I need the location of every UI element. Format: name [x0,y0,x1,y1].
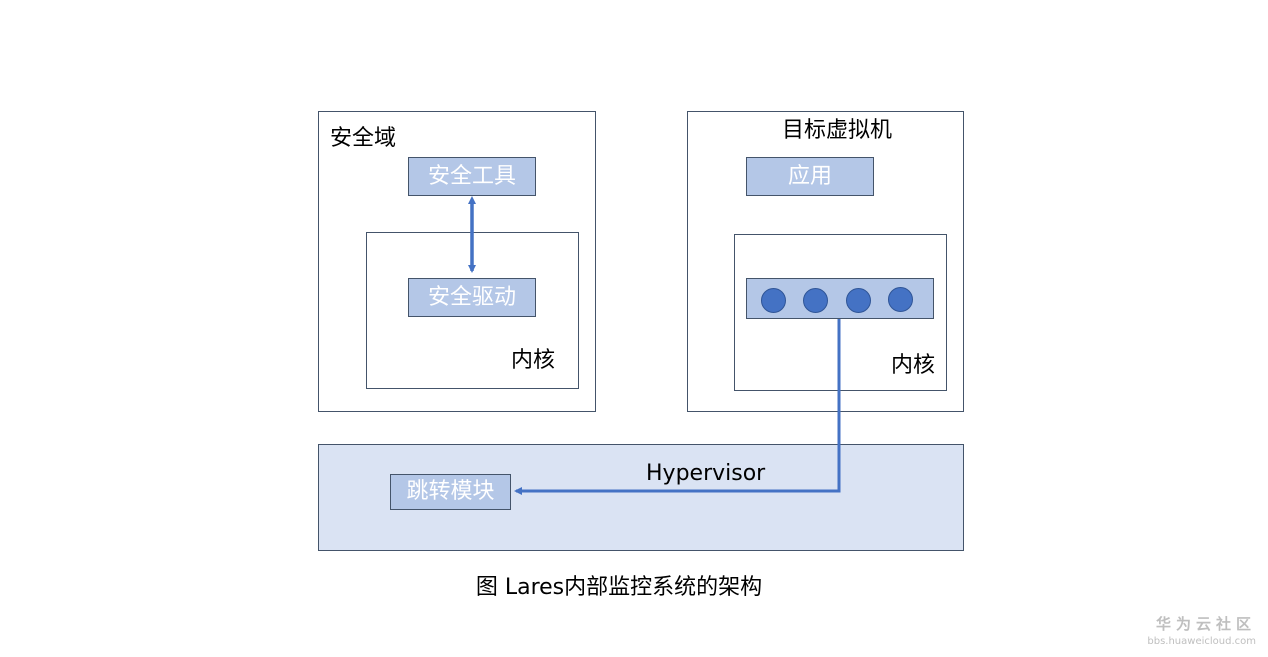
hook-point-2 [803,288,828,313]
security-domain-title: 安全域 [330,126,397,151]
security-tool-module: 安全工具 [408,157,536,196]
watermark-logo-text: 华为云社区 [1155,615,1256,633]
application-module: 应用 [746,157,874,196]
security-driver-module: 安全驱动 [408,278,536,317]
hypervisor-label: Hypervisor [646,461,766,486]
figure-caption: 图 Lares内部监控系统的架构 [475,575,763,600]
jump-module: 跳转模块 [390,474,511,510]
watermark-url: bbs.huaweicloud.com [1147,636,1256,647]
hook-point-3 [846,288,871,313]
target-vm-title: 目标虚拟机 [782,118,893,143]
target-kernel-label: 内核 [891,353,936,378]
security-kernel-label: 内核 [511,348,556,373]
hook-point-4 [888,287,913,312]
hook-point-1 [761,288,786,313]
